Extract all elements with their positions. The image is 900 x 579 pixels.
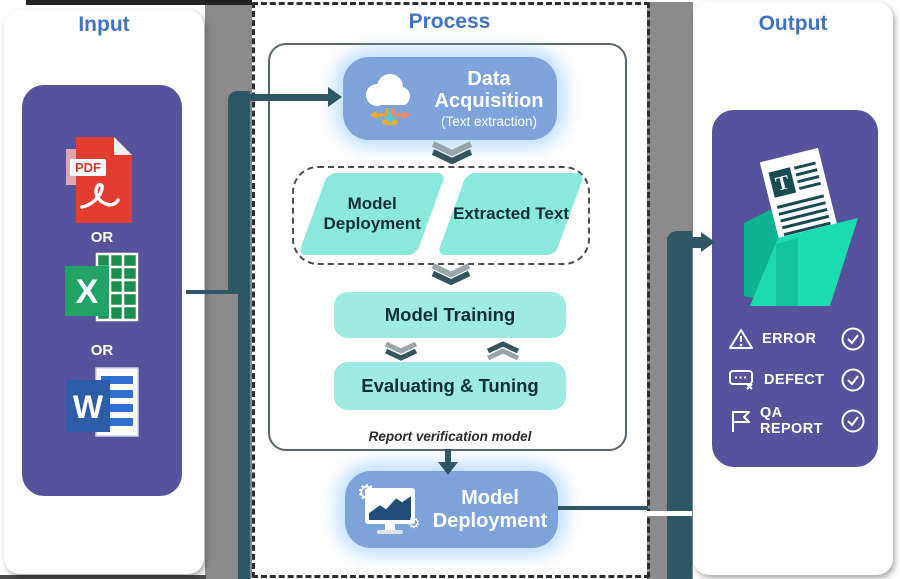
output-item-label: QA REPORT (760, 405, 823, 437)
data-acquisition-label: Data Acquisition (434, 68, 544, 113)
output-row-error: ERROR (728, 326, 866, 352)
check-circle-icon (841, 327, 865, 351)
check-circle-icon (841, 409, 865, 433)
folder-document-icon: T (744, 148, 858, 306)
chevron-down-icon (384, 341, 418, 361)
stage-extracted-text-label: Extracted Text (453, 204, 569, 224)
report-verification-note: Report verification model (368, 429, 532, 444)
evaluating-tuning-node: Evaluating & Tuning (334, 362, 566, 410)
arrowhead-right-icon (701, 232, 715, 252)
gear-icon: ⚙ (407, 514, 420, 532)
model-training-label: Model Training (384, 304, 516, 325)
word-letter: W (73, 389, 104, 425)
connector-down (445, 449, 451, 464)
connector-deployment-line (558, 506, 648, 510)
excel-file-icon: X (65, 252, 139, 322)
connector-left-pipe (228, 91, 250, 294)
model-deployment-node: ⚙ ⚙ Model Deployment (345, 471, 558, 548)
process-title: Process (408, 10, 491, 33)
arrowhead-down-icon (438, 462, 458, 475)
acrobat-swirl (80, 182, 120, 209)
warning-icon (729, 329, 753, 349)
model-training-node: Model Training (334, 292, 566, 338)
document-letter: T (773, 171, 792, 196)
excel-letter: X (76, 273, 99, 311)
stage-group (292, 166, 590, 265)
gear-icon: ⚙ (357, 482, 377, 506)
top-edge-strip (26, 0, 252, 5)
connector-input-line (186, 290, 240, 294)
bottom-edge-strip (0, 575, 206, 579)
chevron-down-icon (431, 263, 471, 285)
data-acquisition-node: Data Acquisition (Text extraction) (343, 57, 557, 140)
check-circle-icon (841, 368, 865, 392)
data-acquisition-sublabel: (Text extraction) (440, 113, 538, 129)
or-label-1: OR (90, 229, 114, 246)
chevron-down-icon (431, 141, 473, 164)
monitor-chart-icon: ⚙ ⚙ (357, 482, 420, 534)
word-file-icon: W (66, 367, 139, 437)
process-frame (252, 2, 650, 578)
output-title: Output (758, 12, 828, 35)
pdf-file-icon: PDF (66, 137, 132, 223)
output-item-label: DEFECT (764, 372, 825, 388)
stage-model-deployment-label: Model Deployment (323, 194, 421, 233)
output-item-label: ERROR (762, 331, 817, 347)
or-label-2: OR (90, 342, 114, 359)
output-row-qa-report: QA REPORT (728, 405, 866, 437)
evaluating-tuning-label: Evaluating & Tuning (361, 375, 539, 396)
connector-left-pipe-lower (238, 294, 250, 579)
input-title: Input (78, 13, 130, 36)
arrowhead-right-icon (328, 87, 342, 107)
connector-to-output (667, 237, 703, 248)
output-row-defect: DEFECT (728, 367, 866, 393)
pdf-label: PDF (75, 160, 101, 175)
pdf-dog-ear (114, 137, 132, 155)
defect-chat-icon (729, 370, 753, 390)
cloud-upload-icon (366, 74, 411, 126)
flag-icon (732, 411, 750, 432)
connector-to-acquisition (234, 94, 330, 101)
pipe-gap (646, 511, 692, 516)
model-deployment-label: Model Deployment (432, 487, 548, 532)
connector-right-pipe (667, 231, 692, 579)
chevron-up-icon (486, 341, 520, 361)
